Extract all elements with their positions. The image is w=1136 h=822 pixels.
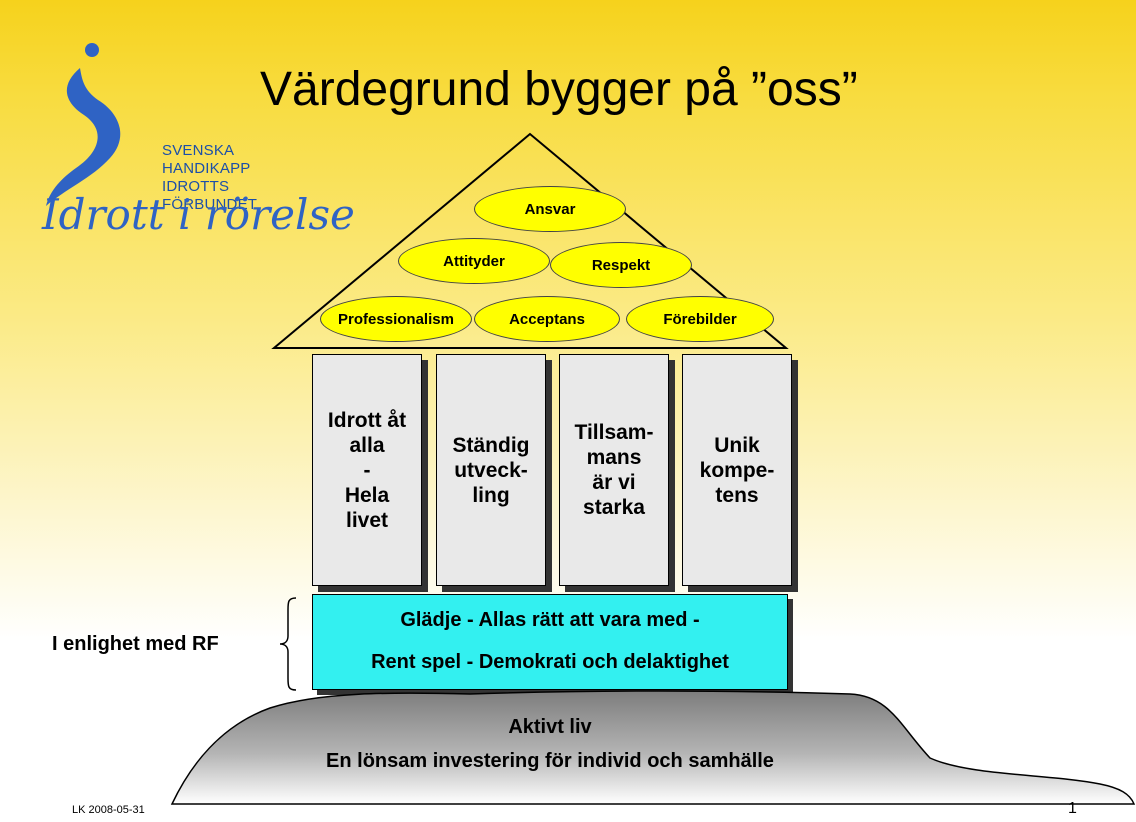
foundation-line-1: Glädje - Allas rätt att vara med - bbox=[400, 609, 700, 631]
value-oval-forebilder: Förebilder bbox=[626, 296, 774, 342]
curly-brace-icon bbox=[279, 597, 297, 691]
swoosh-person-icon bbox=[46, 43, 121, 206]
value-oval-acceptans: Acceptans bbox=[474, 296, 620, 342]
logo-name: SVENSKA HANDIKAPP IDROTTS FÖRBUNDET bbox=[162, 142, 257, 214]
value-oval-professionalism: Professionalism bbox=[320, 296, 472, 342]
logo-tagline: Idrott i rörelse bbox=[42, 190, 355, 239]
logo-name-line-4: FÖRBUNDET bbox=[162, 196, 258, 213]
pillar-text: Idrott åt alla - Hela livet bbox=[327, 408, 407, 532]
value-oval-respekt: Respekt bbox=[550, 242, 692, 288]
ground-line-1: Aktivt liv bbox=[508, 716, 592, 738]
logo: SVENSKA HANDIKAPP IDROTTS FÖRBUNDET bbox=[40, 40, 360, 250]
pillar-tillsammans: Tillsam- mans är vi starka bbox=[559, 354, 669, 586]
footer-date: LK 2008-05-31 bbox=[72, 804, 145, 816]
logo-name-line-1: SVENSKA bbox=[162, 142, 235, 159]
pillar-idrott-at-alla: Idrott åt alla - Hela livet bbox=[312, 354, 422, 586]
ground-hill bbox=[170, 690, 1136, 805]
pillar-standig-utveckling: Ständig utveck- ling bbox=[436, 354, 546, 586]
ground-line-2: En lönsam investering för individ och sa… bbox=[326, 750, 774, 772]
pillar-unik-kompetens: Unik kompe- tens bbox=[682, 354, 792, 586]
value-oval-attityder: Attityder bbox=[398, 238, 550, 284]
value-oval-ansvar: Ansvar bbox=[474, 186, 626, 232]
foundation-line-2: Rent spel - Demokrati och delaktighet bbox=[371, 651, 729, 673]
page-number: 1 bbox=[1068, 800, 1077, 817]
roof-triangle bbox=[271, 132, 789, 349]
side-label: I enlighet med RF bbox=[52, 633, 219, 655]
pillar-text: Tillsam- mans är vi starka bbox=[574, 421, 654, 519]
logo-name-line-2: HANDIKAPP bbox=[162, 160, 251, 177]
pillar-text: Ständig utveck- ling bbox=[452, 433, 530, 507]
logo-name-line-3: IDROTTS bbox=[162, 178, 230, 195]
foundation-box: Glädje - Allas rätt att vara med - Rent … bbox=[312, 594, 788, 690]
pillar-text: Unik kompe- tens bbox=[699, 433, 775, 507]
slide-title: Värdegrund bygger på ”oss” bbox=[260, 63, 858, 116]
